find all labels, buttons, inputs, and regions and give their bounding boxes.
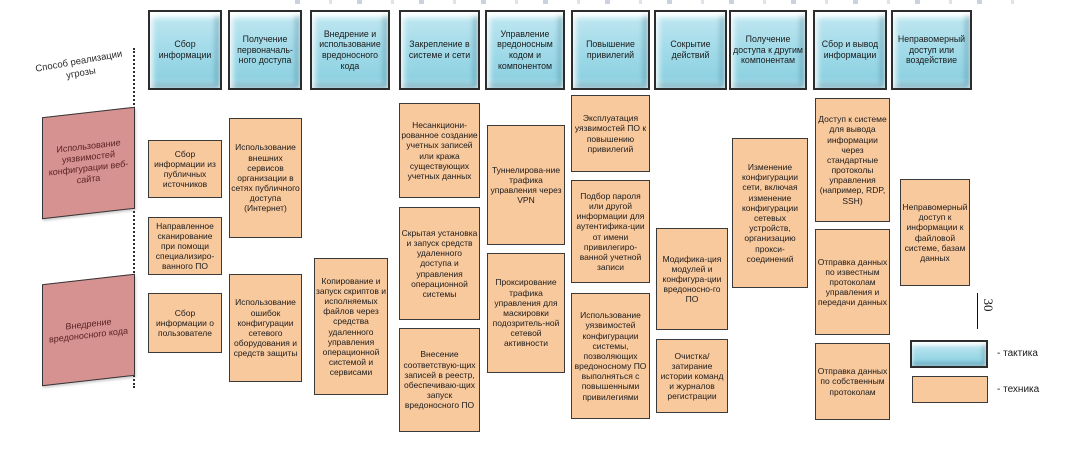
tactic-initial-access: Получение первоначаль-ного доступа: [228, 10, 302, 90]
technique-box: Эксплуатация уязвимостей ПО к повышению …: [571, 95, 650, 172]
page-border-line: [977, 293, 978, 329]
tactic-exfiltration: Сбор и вывод информации: [813, 10, 887, 90]
dashed-divider: [133, 48, 135, 388]
tactic-lateral-movement: Получение доступа к другим компонентам: [729, 10, 807, 90]
threat-method-label: Использование уязвимостей конфигурации в…: [48, 136, 129, 186]
legend-technique-label: - техника: [997, 384, 1040, 395]
technique-box: Направленное сканирование при помощи спе…: [148, 217, 222, 275]
threat-method-malware-injection: Внедрение вредоносного кода: [42, 273, 135, 387]
technique-box: Очистка/ затирание истории команд и журн…: [656, 339, 728, 413]
technique-box: Внесение соответствую-щих записей в реес…: [399, 328, 480, 432]
technique-box: Отправка данных по известным протоколам …: [815, 229, 890, 335]
legend-tactic-label: - тактика: [997, 348, 1038, 359]
technique-box: Сбор информации из публичных источников: [148, 140, 222, 198]
page-number: 30: [981, 298, 996, 312]
legend-technique-swatch: [912, 376, 988, 403]
threat-method-web-config: Использование уязвимостей конфигурации в…: [42, 106, 135, 220]
technique-box: Копирование и запуск скриптов и исполняе…: [314, 258, 388, 395]
tactic-privilege-escalation: Повышение привилегий: [571, 10, 650, 90]
technique-box: Использование уязвимостей конфигурации с…: [571, 293, 650, 419]
side-label: Способ реализации угрозы: [34, 48, 124, 82]
technique-box: Отправка данных по собственным протокола…: [815, 343, 890, 420]
technique-box: Изменение конфигурации сети, включая изм…: [732, 138, 808, 288]
technique-box: Доступ к системе для вывода информации ч…: [815, 98, 890, 222]
technique-box: Использование внешних сервисов организац…: [229, 118, 302, 238]
technique-box: Несанкциони-рованное создание учетных за…: [399, 103, 480, 198]
technique-box: Проксирование трафика управления для мас…: [487, 253, 565, 373]
technique-box: Сбор информации о пользователе: [148, 293, 222, 353]
technique-box: Туннелирова-ние трафика управления через…: [487, 125, 565, 245]
technique-box: Неправомер­ный доступ к информации к фай…: [900, 179, 970, 286]
technique-box: Модифика-ция модулей и конфигура-ции вре…: [656, 228, 728, 330]
tactic-impact: Неправомерный доступ или воздействие: [891, 10, 972, 90]
tactic-persistence: Закрепление в системе и сети: [399, 10, 480, 90]
tactic-malware-use: Внедрение и использование вредоносного к…: [310, 10, 390, 90]
technique-box: Скрытая установка и запуск средств удале…: [399, 207, 480, 320]
tactic-information-gathering: Сбор информации: [148, 10, 222, 90]
tactic-defense-evasion: Сокрытие действий: [654, 10, 727, 90]
technique-box: Подбор пароля или другой информации для …: [571, 180, 650, 283]
tactic-command-control: Управление вредоносным кодом и компонент…: [485, 10, 565, 90]
clipped-text-artifact: [295, 0, 1035, 4]
threat-method-label: Внедрение вредоносного кода: [49, 316, 128, 345]
technique-box: Использование ошибок конфигурации сетево…: [229, 274, 302, 382]
legend-tactic-swatch: [910, 340, 988, 368]
